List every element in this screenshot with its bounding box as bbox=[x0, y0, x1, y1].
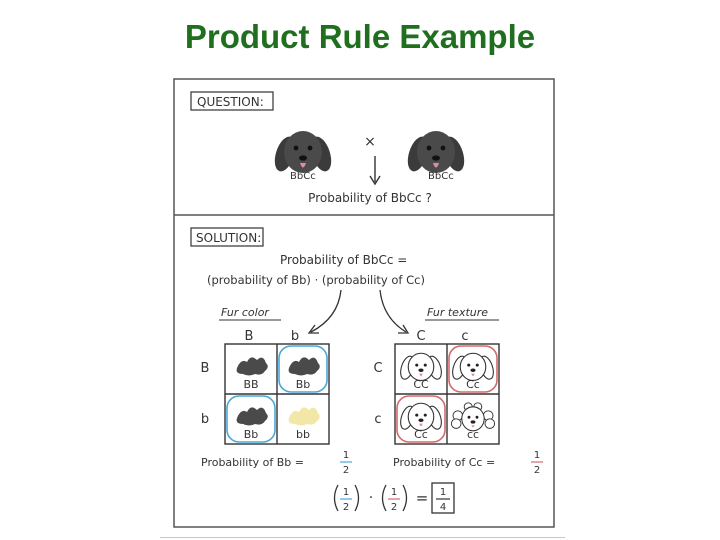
prob-cc-label: Probability of Cc = bbox=[393, 456, 495, 469]
fur-texture-cell-2: Cc bbox=[466, 378, 480, 391]
final-equals: = bbox=[416, 489, 429, 507]
final-right-paren-2 bbox=[402, 484, 408, 512]
final-a-denominator: 2 bbox=[343, 502, 349, 513]
fur-swatch-bb3-dark bbox=[236, 407, 268, 426]
fur-color-col-header-1: B bbox=[245, 329, 254, 344]
fur-texture-row-header-2: c bbox=[374, 412, 381, 427]
final-a-numerator: 1 bbox=[343, 487, 349, 498]
prob-bb-label: Probability of Bb = bbox=[201, 456, 304, 469]
solution-header: SOLUTION: bbox=[196, 231, 261, 245]
arrow-to-fur-texture bbox=[379, 289, 407, 333]
question-header: QUESTION: bbox=[197, 95, 264, 109]
fur-color-cell-4: bb bbox=[296, 428, 310, 441]
cross-symbol: × bbox=[364, 134, 376, 150]
final-result-numerator: 1 bbox=[440, 487, 446, 498]
fur-color-cell-2: Bb bbox=[296, 378, 311, 391]
slide-bottom-rule bbox=[160, 537, 565, 538]
final-result-denominator: 4 bbox=[440, 502, 446, 513]
fur-color-cell-3: Bb bbox=[244, 428, 259, 441]
fur-texture-cell-4: cc bbox=[467, 428, 479, 441]
fur-color-row-header-2: b bbox=[201, 412, 209, 427]
final-dot: · bbox=[369, 490, 373, 506]
arrow-to-fur-texture-head bbox=[398, 324, 410, 334]
solution-header-box bbox=[190, 227, 264, 247]
fur-color-col-header-2: b bbox=[291, 329, 299, 344]
fur-color-row-header-1: B bbox=[201, 361, 210, 376]
fur-texture-col-header-1: C bbox=[416, 329, 425, 344]
fur-swatch-bb4-cream bbox=[288, 407, 320, 426]
fur-texture-label: Fur texture bbox=[427, 306, 488, 319]
slide-title: Product Rule Example bbox=[184, 18, 536, 55]
figure-frame bbox=[173, 78, 555, 528]
final-b-denominator: 2 bbox=[391, 502, 397, 513]
final-result-box bbox=[431, 482, 455, 514]
red-highlight-cc-top bbox=[448, 345, 498, 393]
arrow-to-fur-color-head bbox=[307, 324, 319, 334]
fur-texture-row-header-1: C bbox=[373, 361, 382, 376]
fur-texture-cell-3: Cc bbox=[414, 428, 428, 441]
prob-cc-numerator: 1 bbox=[534, 450, 540, 461]
red-highlight-cc-left bbox=[396, 395, 446, 443]
final-b-numerator: 1 bbox=[391, 487, 397, 498]
blue-highlight-bb-top bbox=[278, 345, 328, 393]
question-prompt: Probability of BbCc ? bbox=[308, 191, 432, 205]
fur-color-cell-1: BB bbox=[243, 378, 258, 391]
prob-bb-denominator: 2 bbox=[343, 465, 349, 476]
arrow-to-fur-color bbox=[310, 289, 342, 333]
fur-texture-cell-1: CC bbox=[413, 378, 429, 391]
parent-right-genotype: BbCc bbox=[428, 171, 454, 182]
fur-color-label: Fur color bbox=[221, 306, 270, 319]
equation-line-2: (probability of Bb) · (probability of Cc… bbox=[207, 273, 425, 287]
final-right-paren-1 bbox=[354, 484, 360, 512]
prob-cc-denominator: 2 bbox=[534, 465, 540, 476]
prob-bb-numerator: 1 bbox=[343, 450, 349, 461]
parent-left-genotype: BbCc bbox=[290, 171, 316, 182]
final-left-paren-2 bbox=[381, 484, 387, 512]
equation-line-1: Probability of BbCc = bbox=[280, 253, 407, 267]
fur-swatch-bb-dark bbox=[236, 357, 268, 376]
fur-texture-col-header-2: c bbox=[461, 329, 468, 344]
fur-swatch-bb2-dark bbox=[288, 357, 320, 376]
question-header-box bbox=[190, 91, 274, 111]
blue-highlight-bb-left bbox=[226, 395, 276, 443]
down-arrow-head bbox=[369, 175, 381, 186]
product-rule-figure: QUESTION: BbCc BbCc × Probability of BbC… bbox=[173, 78, 555, 528]
final-left-paren-1 bbox=[333, 484, 339, 512]
